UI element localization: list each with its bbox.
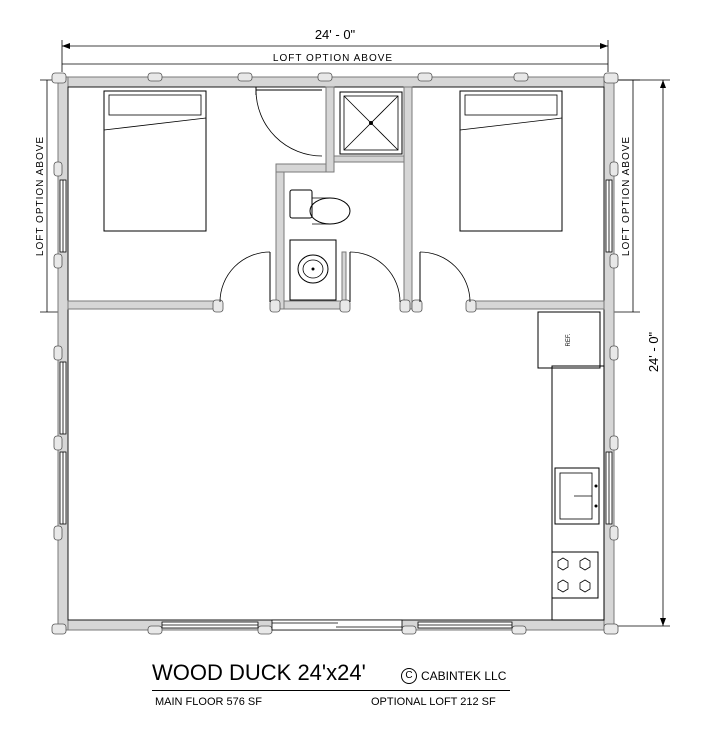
doors (219, 87, 471, 303)
loft-label-top: LOFT OPTION ABOVE (273, 53, 393, 64)
title-block: WOOD DUCK 24'x24' C CABINTEK LLC MAIN FL… (152, 660, 512, 720)
refrigerator-label: REF. (566, 333, 572, 346)
bath-vanity (289, 239, 337, 301)
refrigerator: REF. (537, 311, 601, 369)
copyright-icon: C (401, 668, 417, 684)
copyright-line: C CABINTEK LLC (401, 668, 506, 684)
right-dimension: 24' - 0" (610, 79, 670, 627)
slider-door (271, 619, 403, 631)
loft-label-left: LOFT OPTION ABOVE (35, 136, 46, 256)
top-dimension-label: 24' - 0" (315, 27, 356, 42)
bed-right (459, 90, 563, 232)
main-floor-area: MAIN FLOOR 576 SF (155, 696, 262, 708)
shower (339, 91, 403, 155)
kitchen-sink (554, 467, 600, 525)
door-jambs (212, 299, 477, 313)
right-dimension-label: 24' - 0" (646, 331, 661, 372)
loft-label-right: LOFT OPTION ABOVE (621, 136, 632, 256)
loft-strip-right: LOFT OPTION ABOVE (610, 79, 640, 313)
company-name: CABINTEK LLC (421, 669, 507, 683)
windows (59, 179, 613, 629)
wall-posts (51, 72, 619, 635)
range-stove (551, 551, 599, 599)
plan-title: WOOD DUCK 24'x24' (152, 660, 366, 685)
top-dimension: 24' - 0" (61, 27, 609, 72)
optional-loft-area: OPTIONAL LOFT 212 SF (371, 696, 496, 708)
bed-left (103, 90, 207, 232)
interior-walls (67, 86, 605, 310)
title-divider (152, 690, 510, 691)
loft-strip-top: LOFT OPTION ABOVE (62, 53, 608, 65)
toilet (289, 189, 351, 225)
kitchen-counter (551, 365, 605, 621)
